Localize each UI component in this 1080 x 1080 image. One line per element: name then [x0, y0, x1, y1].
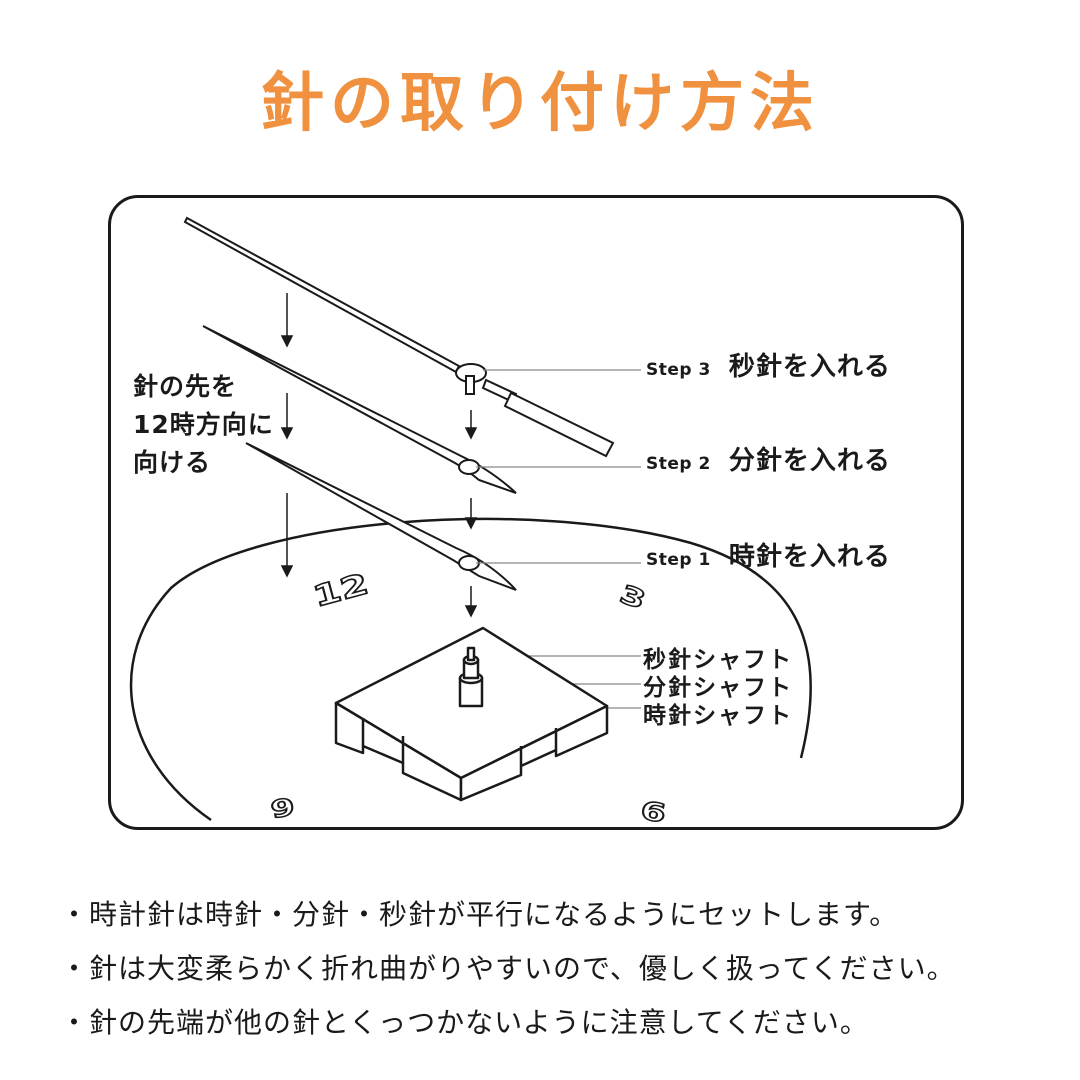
svg-text:3: 3: [616, 580, 650, 616]
diagram-drawing: 12 3 9 6: [129, 216, 812, 829]
instruction-list: ・時計針は時針・分針・秒針が平行になるようにセットします。 ・針は大変柔らかく折…: [60, 888, 1050, 1050]
dial-number-3: 3: [615, 579, 650, 617]
instruction-item: ・時計針は時針・分針・秒針が平行になるようにセットします。: [60, 898, 899, 931]
hand-direction-note: 針の先を 12時方向に 向ける: [133, 368, 274, 482]
page-title: 針の取り付け方法: [260, 67, 820, 141]
placement-arrows: [280, 293, 478, 618]
second-shaft-label: 秒針シャフト: [643, 647, 793, 673]
clock-assembly-diagram: 12 3 9 6: [108, 195, 964, 830]
note-line: 針の先を: [133, 372, 238, 401]
note-line: 12時方向に: [133, 410, 274, 439]
step-text: 分針を入れる: [728, 446, 891, 476]
step-number: Step 3: [646, 360, 711, 380]
svg-text:12: 12: [310, 568, 372, 614]
step-3-label: Step 3 秒針を入れる: [646, 346, 891, 383]
step-text: 時針を入れる: [728, 542, 891, 572]
clock-movement: [334, 626, 609, 802]
instruction-item: ・針は大変柔らかく折れ曲がりやすいので、優しく扱ってください。: [60, 952, 956, 985]
dial-number-6: 6: [637, 795, 669, 829]
hour-hand: [245, 442, 517, 591]
step-number: Step 2: [646, 454, 711, 474]
minute-hand: [202, 325, 517, 494]
step-2-label: Step 2 分針を入れる: [646, 440, 891, 477]
note-line: 向ける: [133, 448, 212, 477]
dial-number-9: 9: [268, 792, 298, 825]
step-number: Step 1: [646, 550, 711, 570]
step-1-label: Step 1 時針を入れる: [646, 536, 891, 573]
minute-shaft-label: 分針シャフト: [643, 675, 793, 701]
second-hand: [183, 216, 615, 458]
svg-text:6: 6: [638, 796, 668, 829]
instruction-item: ・針の先端が他の針とくっつかないように注意してください。: [60, 1006, 869, 1039]
step-text: 秒針を入れる: [728, 352, 891, 382]
dial-number-12: 12: [309, 567, 373, 615]
svg-text:9: 9: [269, 793, 297, 824]
hour-shaft-label: 時針シャフト: [643, 703, 793, 729]
